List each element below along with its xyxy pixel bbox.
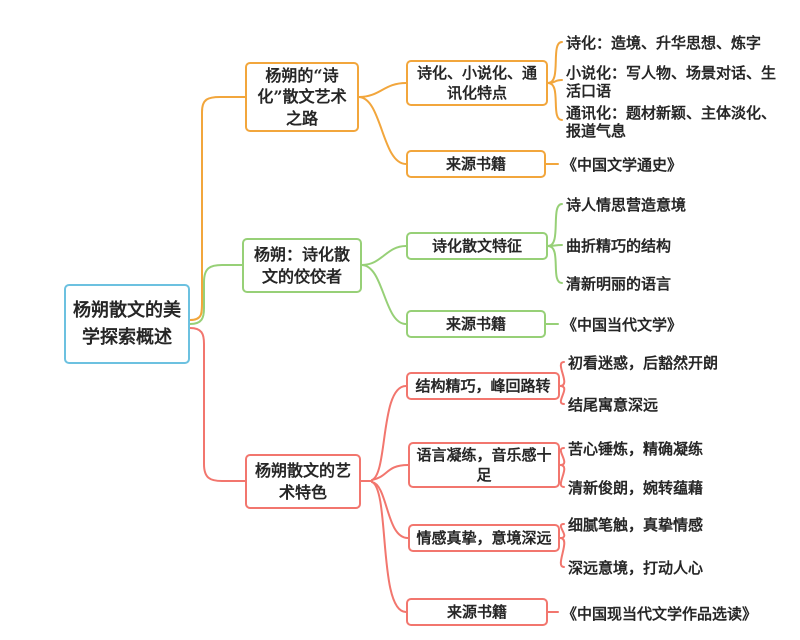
connector-leaf	[547, 82, 563, 121]
connector-branch1-child2	[358, 96, 407, 165]
branch3-node[interactable]: 杨朔散文的艺术特色	[245, 454, 361, 509]
branch3-child3-node[interactable]: 情感真挚，意境深远	[408, 524, 560, 552]
branch1-node[interactable]: 杨朔的“诗化”散文艺术之路	[245, 62, 359, 132]
branch3-source-book[interactable]: 《中国现当代文学作品选读》	[562, 605, 758, 623]
branch1-leaf2[interactable]: 小说化：写人物、场景对话、生活口语	[566, 64, 777, 100]
branch1-leaf1[interactable]: 诗化：造境、升华思想、炼字	[566, 34, 762, 52]
branch3-child1-node[interactable]: 结构精巧，峰回路转	[406, 372, 560, 400]
branch2-leaf1[interactable]: 诗人情思营造意境	[566, 196, 687, 214]
connector-leaf	[559, 361, 566, 387]
branch1-leaf3[interactable]: 通讯化：题材新颖、主体淡化、报道气息	[566, 104, 777, 140]
connector-branch3-child3	[371, 481, 409, 539]
connector-root-branch1	[189, 96, 246, 321]
connector-branch2-child1	[361, 245, 407, 266]
branch3-child1-leaf1[interactable]: 初看迷惑，后豁然开朗	[568, 354, 719, 372]
branch3-child1-leaf2[interactable]: 结尾寓意深远	[568, 396, 659, 414]
branch1-source-book[interactable]: 《中国文学通史》	[562, 156, 683, 174]
connector-branch2-child2	[361, 264, 407, 325]
connector-branch3-child1	[371, 385, 407, 481]
branch3-child3-leaf2[interactable]: 深远意境，打动人心	[568, 559, 704, 577]
branch3-child2-leaf2[interactable]: 清新俊朗，婉转蕴藉	[568, 479, 704, 497]
connector-branch1-child1	[358, 82, 407, 98]
connector-leaf	[547, 244, 563, 247]
connector-branch3-child2	[371, 464, 409, 481]
branch3-child3-leaf1[interactable]: 细腻笔触，真挚情感	[568, 516, 704, 534]
connector-root-branch3	[189, 327, 246, 482]
branch2-leaf3[interactable]: 清新明丽的语言	[566, 275, 672, 293]
branch2-source-book[interactable]: 《中国当代文学》	[562, 316, 683, 334]
connector-leaf	[559, 464, 566, 488]
branch2-node[interactable]: 杨朔：诗化散文的佼佼者	[242, 238, 362, 293]
branch1-child2-node[interactable]: 来源书籍	[406, 150, 546, 178]
connector-leaf	[559, 523, 566, 539]
branch3-child2-leaf1[interactable]: 苦心锤炼，精确凝练	[568, 440, 704, 458]
branch1-child1-node[interactable]: 诗化、小说化、通讯化特点	[406, 60, 548, 106]
branch2-leaf2[interactable]: 曲折精巧的结构	[566, 237, 672, 255]
connector-leaf	[547, 41, 563, 84]
connector-leaf	[559, 447, 566, 466]
branch3-child4-node[interactable]: 来源书籍	[406, 598, 548, 626]
connector-root-branch2	[189, 264, 243, 325]
connector-leaf	[547, 245, 563, 284]
branch3-child2-node[interactable]: 语言凝练，音乐感十足	[408, 442, 560, 488]
root-node[interactable]: 杨朔散文的美学探索概述	[64, 284, 190, 364]
branch2-child1-node[interactable]: 诗化散文特征	[406, 232, 548, 260]
connector-leaf	[547, 79, 563, 84]
connector-leaf	[559, 385, 566, 405]
branch2-child2-node[interactable]: 来源书籍	[406, 310, 546, 338]
connector-leaf	[547, 203, 563, 247]
connector-leaf	[559, 537, 566, 568]
connector-branch3-child4	[371, 481, 407, 613]
